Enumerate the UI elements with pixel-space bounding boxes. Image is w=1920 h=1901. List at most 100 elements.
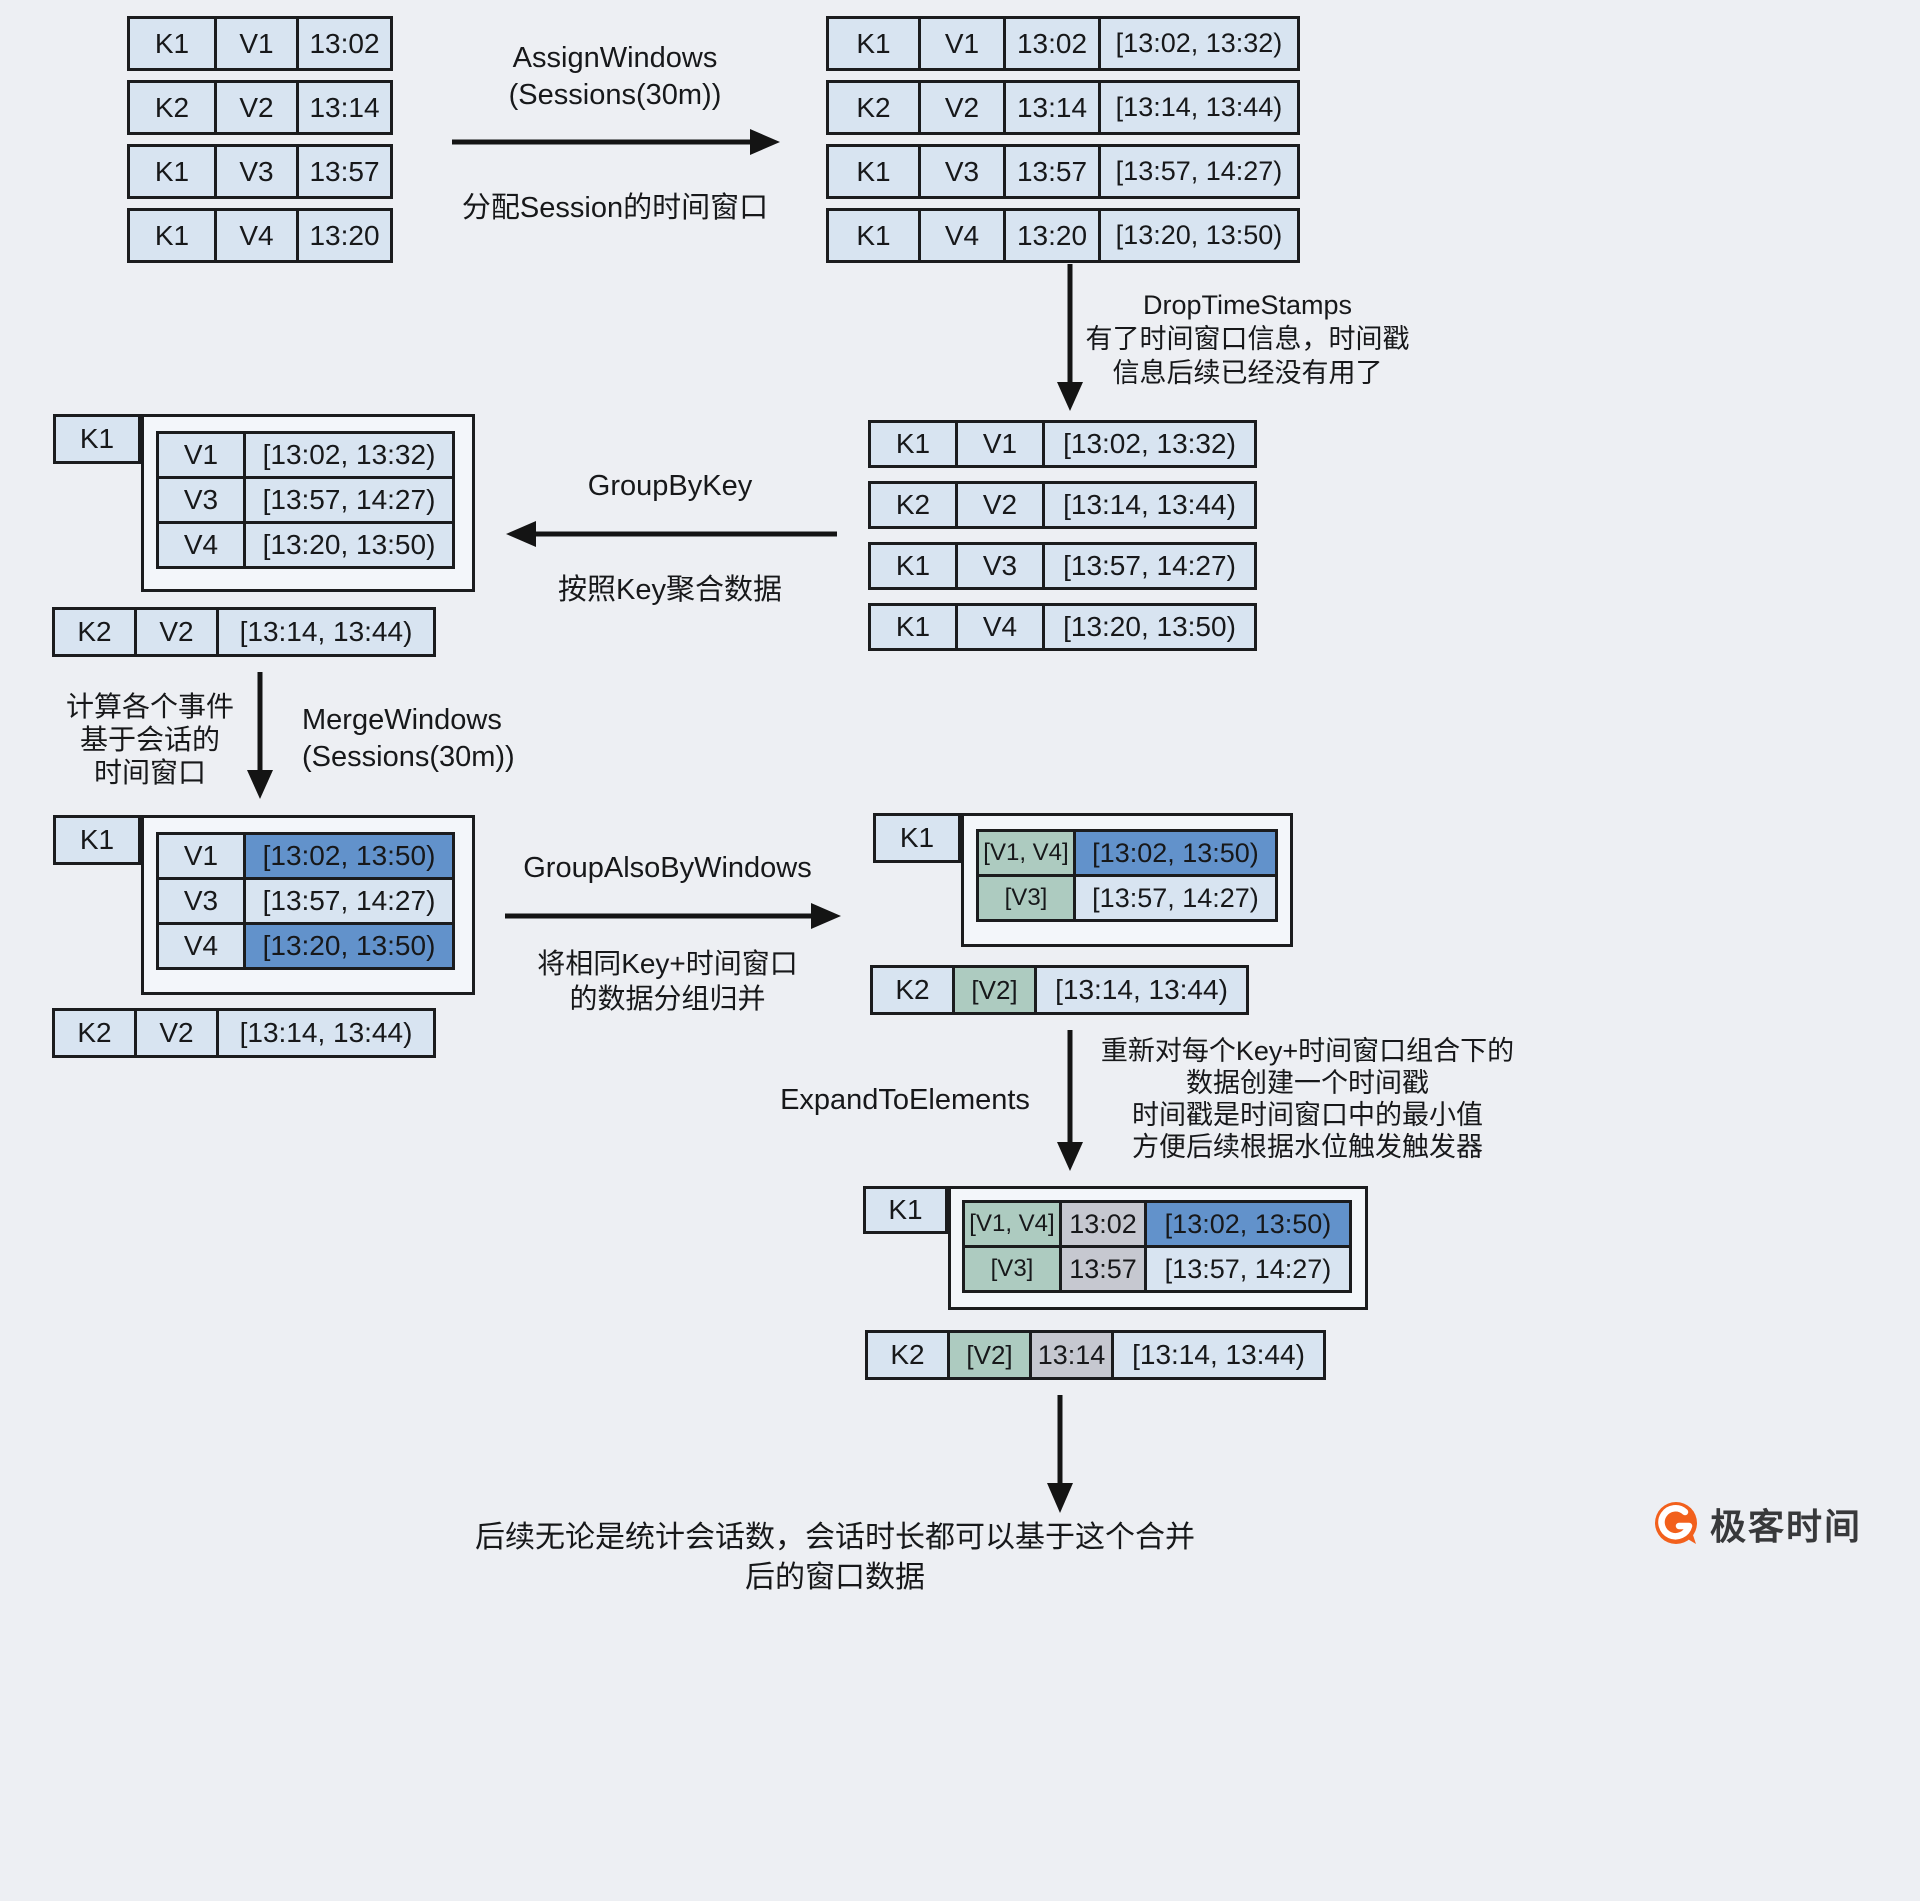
expanded-row: [V3] 13:57 [13:57, 14:27) (962, 1245, 1352, 1293)
key-cell: K2 (52, 1008, 137, 1058)
key-cell: K1 (826, 144, 921, 199)
geektime-logo-text: 极客时间 (1710, 1506, 1863, 1547)
caption-line: 后的窗口数据 (745, 1561, 925, 1594)
input-row: K1 V1 13:02 (127, 16, 393, 71)
value-cell: V4 (156, 521, 246, 569)
window-cell: [13:14, 13:44) (1042, 481, 1257, 529)
value-cell: V2 (134, 1008, 219, 1058)
drop-timestamps-label: DropTimeStamps 有了时间窗口信息，时间戳 信息后续已经没有用了 (1075, 288, 1420, 390)
key-cell: K2 (865, 1330, 950, 1380)
key-cell: K2 (826, 80, 921, 135)
value-cell: V2 (955, 481, 1045, 529)
caption-line: 数据创建一个时间戳 (1186, 1068, 1429, 1098)
window-cell: [13:14, 13:44) (216, 607, 436, 657)
caption-line: 后续无论是统计会话数，会话时长都可以基于这个合并 (475, 1521, 1195, 1554)
expanded-k2-row: K2 [V2] 13:14 [13:14, 13:44) (865, 1330, 1326, 1380)
merged-row: V4 [13:20, 13:50) (156, 922, 455, 970)
assign-windows-arrow (452, 129, 780, 155)
dropped-row: K1 V1 [13:02, 13:32) (868, 420, 1257, 468)
value-cell: V2 (134, 607, 219, 657)
value-cell: V3 (156, 877, 246, 925)
window-cell: [13:02, 13:32) (1042, 420, 1257, 468)
value-group-cell: [V2] (952, 965, 1037, 1015)
timestamp-cell: 13:02 (296, 16, 393, 71)
timestamp-cell: 13:20 (296, 208, 393, 263)
window-group-row: [V1, V4] [13:02, 13:50) (976, 829, 1278, 877)
key-cell: K1 (868, 420, 958, 468)
expand-to-elements-arrow (1057, 1030, 1083, 1171)
key-cell: K2 (52, 607, 137, 657)
window-group-key-tab: K1 (873, 813, 961, 863)
caption-line: 时间戳是时间窗口中的最小值 (1132, 1100, 1483, 1130)
merged-window-cell: [13:02, 13:50) (243, 832, 455, 880)
step-caption-line: 有了时间窗口信息，时间戳 (1085, 324, 1410, 354)
geektime-logo: 极客时间 (1652, 1498, 1862, 1550)
merged-key-tab: K1 (53, 815, 141, 865)
conclusion-arrow (1047, 1395, 1073, 1513)
merged-row: V1 [13:02, 13:50) (156, 832, 455, 880)
value-cell: V1 (214, 16, 299, 71)
timestamp-cell: 13:02 (1003, 16, 1101, 71)
key-cell: K1 (127, 16, 217, 71)
timestamp-cell: 13:20 (1003, 208, 1101, 263)
value-cell: V1 (156, 832, 246, 880)
merged-row: V3 [13:57, 14:27) (156, 877, 455, 925)
group-rows: V1 [13:02, 13:32) V3 [13:57, 14:27) V4 [… (156, 431, 455, 569)
caption-line: 计算各个事件 (65, 691, 234, 722)
window-cell: [13:57, 14:27) (243, 476, 455, 524)
key-cell: K1 (826, 16, 921, 71)
key-cell: K2 (870, 965, 955, 1015)
group-also-by-windows-label: GroupAlsoByWindows (523, 852, 812, 884)
window-cell: [13:20, 13:50) (243, 521, 455, 569)
caption-line: 时间窗口 (93, 757, 206, 788)
window-cell: [13:14, 13:44) (1098, 80, 1300, 135)
timestamp-cell: 13:57 (296, 144, 393, 199)
drop-timestamps-arrow (1057, 264, 1083, 411)
merged-window-cell: [13:02, 13:50) (1144, 1200, 1352, 1248)
key-cell: K1 (826, 208, 921, 263)
caption-line: 将相同Key+时间窗口 (537, 948, 798, 979)
merge-windows-label: MergeWindows (Sessions(30m)) (302, 702, 542, 776)
step-title: AssignWindows (512, 42, 718, 74)
assigned-row: K2 V2 13:14 [13:14, 13:44) (826, 80, 1300, 135)
dropped-row: K1 V3 [13:57, 14:27) (868, 542, 1257, 590)
input-row: K2 V2 13:14 (127, 80, 393, 135)
merged-window-cell: [13:20, 13:50) (243, 922, 455, 970)
expand-to-elements-caption: 重新对每个Key+时间窗口组合下的 数据创建一个时间戳 时间戳是时间窗口中的最小… (1085, 1035, 1530, 1163)
window-cell: [13:14, 13:44) (1111, 1330, 1326, 1380)
value-cell: V4 (214, 208, 299, 263)
group-by-key-label: GroupByKey (587, 470, 753, 502)
dropped-row: K2 V2 [13:14, 13:44) (868, 481, 1257, 529)
group-row: V3 [13:57, 14:27) (156, 476, 455, 524)
value-group-cell: [V2] (947, 1330, 1032, 1380)
timestamp-cell: 13:14 (296, 80, 393, 135)
group-by-key-caption: 按照Key聚合数据 (558, 574, 782, 606)
window-cell: [13:02, 13:32) (243, 431, 455, 479)
caption-line: 重新对每个Key+时间窗口组合下的 (1100, 1036, 1515, 1066)
caption-line: 方便后续根据水位触发触发器 (1132, 1132, 1483, 1162)
value-cell: V4 (955, 603, 1045, 651)
value-cell: V3 (214, 144, 299, 199)
value-cell: V3 (918, 144, 1006, 199)
window-group-rows: [V1, V4] [13:02, 13:50) [V3] [13:57, 14:… (976, 829, 1278, 922)
group-key-tab: K1 (53, 414, 141, 464)
step-caption-line: 信息后续已经没有用了 (1112, 358, 1383, 388)
timestamp-cell: 13:14 (1003, 80, 1101, 135)
assigned-row: K1 V4 13:20 [13:20, 13:50) (826, 208, 1300, 263)
step-subtitle: (Sessions(30m)) (302, 741, 515, 773)
step-title: DropTimeStamps (1142, 290, 1353, 320)
merged-k2-row: K2 V2 [13:14, 13:44) (52, 1008, 436, 1058)
key-cell: K1 (127, 144, 217, 199)
value-cell: V2 (214, 80, 299, 135)
group-also-by-windows-arrow (505, 903, 841, 929)
input-row: K1 V3 13:57 (127, 144, 393, 199)
group-k2-row: K2 V2 [13:14, 13:44) (52, 607, 436, 657)
value-cell: V4 (156, 922, 246, 970)
window-cell: [13:14, 13:44) (1034, 965, 1249, 1015)
group-by-key-arrow (506, 521, 837, 547)
input-row: K1 V4 13:20 (127, 208, 393, 263)
group-also-by-windows-caption: 将相同Key+时间窗口 的数据分组归并 (495, 946, 840, 1016)
window-cell: [13:02, 13:32) (1098, 16, 1300, 71)
key-cell: K1 (868, 542, 958, 590)
